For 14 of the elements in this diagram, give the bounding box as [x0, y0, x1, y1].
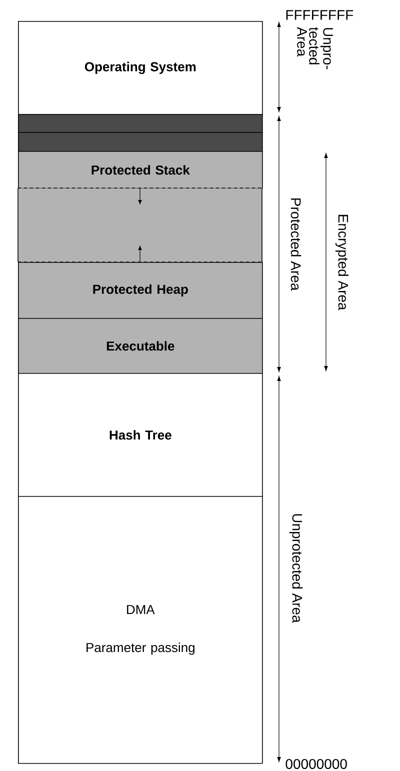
area-label: Unprotected Area [289, 514, 303, 623]
area-label: Protected Area [290, 198, 302, 291]
memory-segment [18, 114, 263, 133]
memory-segment: Protected Heap [18, 262, 263, 319]
area-label: Encrypted Area [335, 214, 349, 310]
free-region [18, 188, 262, 262]
area-label: Unpro-tected Area [297, 27, 333, 70]
memory-segment: Protected Stack [18, 151, 263, 189]
memory-segment: Operating System [18, 21, 263, 115]
memory-segment: Executable [18, 318, 263, 374]
area-label: FFFFFFFF [286, 10, 354, 20]
memory-segment [18, 132, 263, 152]
memory-segment: Hash Tree [18, 373, 263, 497]
area-label: 00000000 [286, 759, 347, 769]
